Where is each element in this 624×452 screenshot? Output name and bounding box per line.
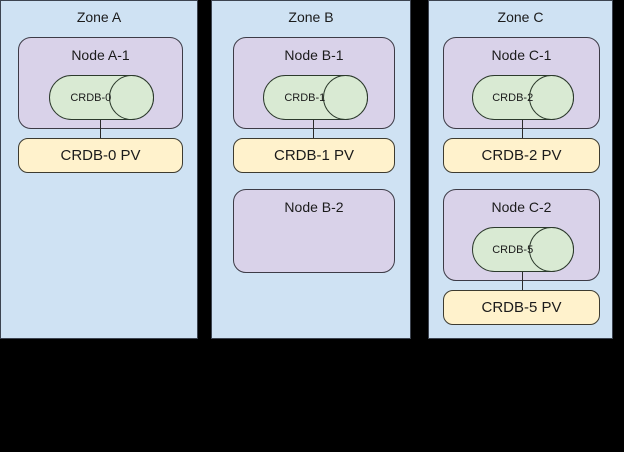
volume-box-crdb-5-pv[interactable]: CRDB-5 PV bbox=[443, 290, 600, 325]
database-cylinder-crdb-2[interactable]: CRDB-2 bbox=[472, 75, 574, 120]
empty-canvas-area bbox=[0, 339, 624, 452]
node-box-c-1[interactable]: Node C-1 CRDB-2 bbox=[443, 37, 600, 129]
connector-node-c-2-to-crdb-5-pv bbox=[522, 272, 523, 291]
database-cylinder-crdb-0[interactable]: CRDB-0 bbox=[49, 75, 154, 120]
node-box-c-2[interactable]: Node C-2 CRDB-5 bbox=[443, 189, 600, 281]
connector-node-c-1-to-crdb-2-pv bbox=[522, 120, 523, 139]
volume-box-crdb-2-pv[interactable]: CRDB-2 PV bbox=[443, 138, 600, 173]
node-label-a-1: Node A-1 bbox=[71, 47, 130, 63]
node-label-b-1: Node B-1 bbox=[284, 47, 344, 63]
cylinder-shape-icon bbox=[472, 227, 574, 272]
volume-label-crdb-5-pv: CRDB-5 PV bbox=[481, 299, 562, 316]
zone-container-a: Zone A Node A-1 CRDB-0 CRDB-0 PV bbox=[0, 0, 198, 339]
zone-container-b: Zone B Node B-1 CRDB-1 CRDB-1 PV Node B-… bbox=[211, 0, 411, 339]
volume-label-crdb-0-pv: CRDB-0 PV bbox=[60, 147, 141, 164]
node-label-c-2: Node C-2 bbox=[491, 199, 552, 215]
node-box-b-1[interactable]: Node B-1 CRDB-1 bbox=[233, 37, 395, 129]
volume-box-crdb-0-pv[interactable]: CRDB-0 PV bbox=[18, 138, 183, 173]
cylinder-shape-icon bbox=[263, 75, 368, 120]
cylinder-shape-icon bbox=[472, 75, 574, 120]
cylinder-shape-icon bbox=[49, 75, 154, 120]
connector-node-a-1-to-crdb-0-pv bbox=[100, 120, 101, 139]
zone-title-a: Zone A bbox=[76, 9, 122, 25]
volume-box-crdb-1-pv[interactable]: CRDB-1 PV bbox=[233, 138, 395, 173]
volume-label-crdb-1-pv: CRDB-1 PV bbox=[273, 147, 355, 164]
volume-label-crdb-2-pv: CRDB-2 PV bbox=[481, 147, 562, 164]
node-label-c-1: Node C-1 bbox=[491, 47, 552, 63]
zone-title-c: Zone C bbox=[497, 9, 544, 25]
node-box-b-2[interactable]: Node B-2 bbox=[233, 189, 395, 273]
database-cylinder-crdb-5[interactable]: CRDB-5 bbox=[472, 227, 574, 272]
zone-container-c: Zone C Node C-1 CRDB-2 CRDB-2 PV Node C-… bbox=[428, 0, 613, 339]
node-label-b-2: Node B-2 bbox=[284, 199, 344, 215]
node-box-a-1[interactable]: Node A-1 CRDB-0 bbox=[18, 37, 183, 129]
zone-title-b: Zone B bbox=[288, 9, 334, 25]
database-cylinder-crdb-1[interactable]: CRDB-1 bbox=[263, 75, 368, 120]
connector-node-b-1-to-crdb-1-pv bbox=[313, 120, 314, 139]
